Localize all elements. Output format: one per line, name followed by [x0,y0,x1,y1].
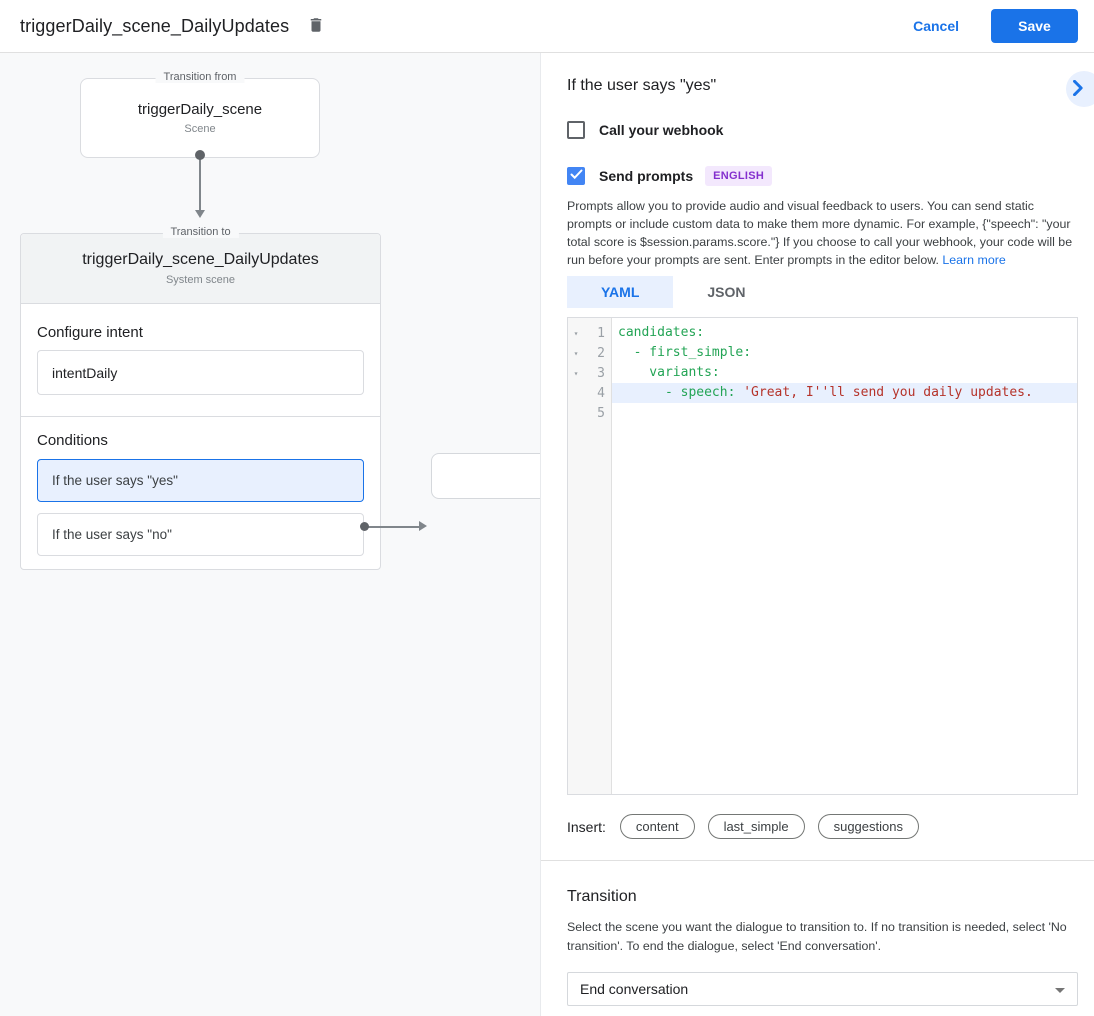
transition-to-node[interactable]: Transition to triggerDaily_scene_DailyUp… [20,226,381,570]
code-token: candidates: [618,325,705,341]
code-line-highlighted: - speech: 'Great, I''ll send you daily u… [612,383,1077,404]
insert-content-button[interactable]: content [619,814,695,840]
scene-diagram-canvas: Transition from triggerDaily_scene Scene… [0,53,541,1016]
transition-select-value: End conversation [580,980,689,997]
to-scene-type: System scene [165,274,236,286]
page-title: triggerDaily_scene_DailyUpdates [20,15,290,36]
editor-gutter: ▾ 1 ▾ 2 ▾ 3 4 5 [568,318,612,795]
transition-to-legend: Transition to [162,226,239,238]
prompts-description-text: Prompts allow you to provide audio and v… [567,199,1073,268]
insert-label: Insert: [567,818,606,835]
tab-yaml[interactable]: YAML [567,276,674,309]
to-scene-body: Configure intent intentDaily Conditions … [21,304,380,556]
cancel-button[interactable]: Cancel [913,18,959,34]
from-scene-name: triggerDaily_scene [137,101,263,118]
editor-format-tabs: YAML JSON [567,276,1078,309]
delete-scene-button[interactable] [307,15,325,38]
code-token: variants: [618,365,720,381]
line-number: 2 [597,345,605,361]
line-number: 1 [597,325,605,341]
connector-line-horizontal [368,526,420,528]
dropdown-caret-icon [1055,987,1065,993]
transition-from-legend: Transition from [155,71,245,83]
condition-item-yes[interactable]: If the user says "yes" [37,459,364,502]
call-webhook-label: Call your webhook [599,122,724,138]
code-line: variants: [612,363,1077,383]
transition-section: Transition Select the scene you want the… [541,860,1094,1006]
condition-item-no[interactable]: If the user says "no" [37,513,364,556]
transition-title: Transition [567,888,637,906]
top-header: triggerDaily_scene_DailyUpdates Cancel S… [0,0,1094,53]
transition-select[interactable]: End conversation [567,971,1078,1006]
fold-toggle-icon[interactable]: ▾ [573,368,579,378]
tab-json[interactable]: JSON [673,276,779,308]
fold-toggle-icon[interactable]: ▾ [573,328,579,338]
collapse-panel-button[interactable] [1066,71,1094,107]
section-divider [21,416,380,417]
code-line [612,403,1077,423]
save-button[interactable]: Save [991,9,1078,43]
transition-target-node[interactable] [431,453,540,499]
intent-value: intentDaily [52,364,118,381]
prompt-code-editor[interactable]: ▾ 1 ▾ 2 ▾ 3 4 5 candidates: - first_sim [567,317,1078,796]
code-line: - first_simple: [612,343,1077,363]
chevron-right-icon [1073,79,1084,99]
line-number: 5 [597,405,605,421]
prompts-description: Prompts allow you to provide audio and v… [567,197,1078,269]
from-scene-type: Scene [184,123,216,135]
code-token: 'Great, I''ll send you daily updates. [743,385,1033,401]
learn-more-link[interactable]: Learn more [942,253,1006,268]
arrow-down-icon [195,210,205,218]
line-number: 4 [597,385,605,401]
editor-code-area[interactable]: candidates: - first_simple: variants: - … [612,318,1077,794]
transition-from-node[interactable]: Transition from triggerDaily_scene Scene [80,71,320,158]
line-number: 3 [597,365,605,381]
intent-field[interactable]: intentDaily [37,350,364,395]
insert-last-simple-button[interactable]: last_simple [707,814,805,840]
code-line: candidates: [612,323,1077,343]
connector-dot [195,150,205,160]
language-badge: ENGLISH [705,166,773,186]
condition-details-panel: If the user says "yes" Call your webhook… [541,53,1094,1016]
conditions-label: Conditions [37,432,108,449]
to-scene-header: triggerDaily_scene_DailyUpdates System s… [21,234,380,304]
connector-dot [360,522,369,531]
code-token: - first_simple: [618,345,752,361]
send-prompts-label: Send prompts [599,168,694,184]
condition-label: If the user says "no" [52,527,172,542]
call-webhook-checkbox[interactable] [567,121,585,139]
arrow-right-icon [419,521,427,531]
connector-line-vertical [199,158,201,210]
insert-suggestions-button[interactable]: suggestions [817,814,919,840]
panel-title: If the user says "yes" [567,77,717,94]
configure-intent-label: Configure intent [37,324,143,341]
code-token: - speech: [618,385,744,401]
condition-label: If the user says "yes" [52,473,178,488]
fold-toggle-icon[interactable]: ▾ [573,348,579,358]
send-prompts-checkbox[interactable] [567,167,585,185]
insert-toolbar: Insert: content last_simple suggestions [567,814,1078,840]
to-scene-name: triggerDaily_scene_DailyUpdates [82,251,319,268]
transition-description: Select the scene you want the dialogue t… [567,920,1067,953]
trash-icon [307,15,325,38]
checkmark-icon [570,167,583,185]
